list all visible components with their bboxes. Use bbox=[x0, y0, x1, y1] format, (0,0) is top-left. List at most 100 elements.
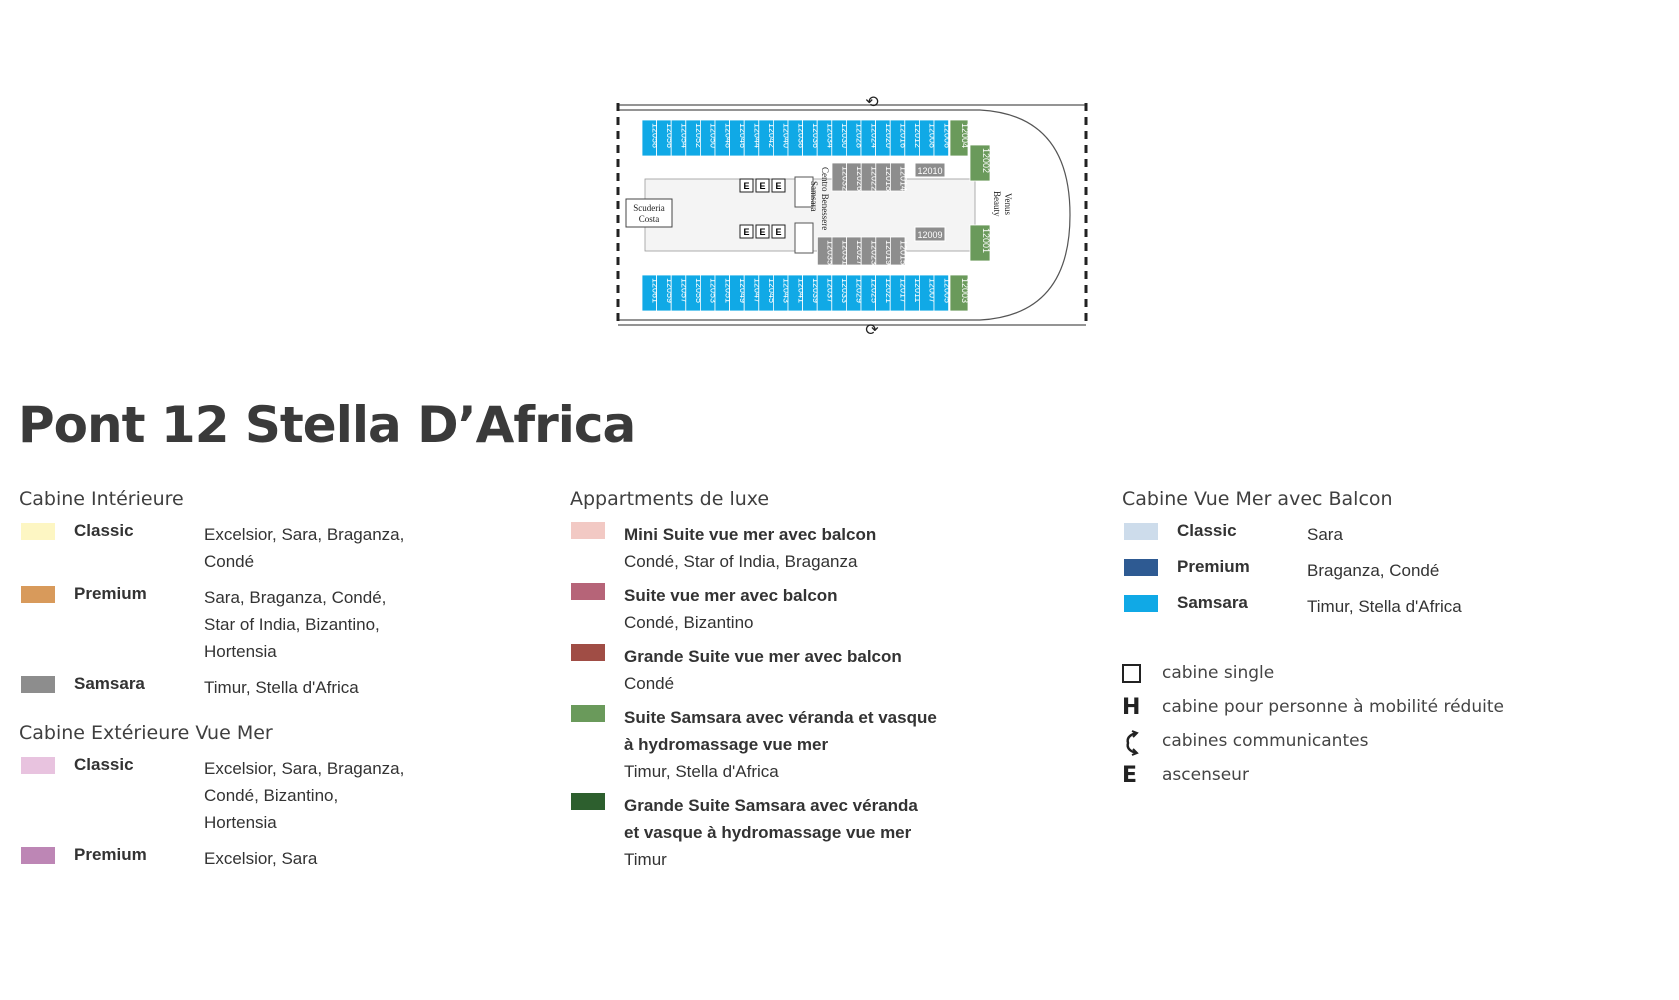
cabin-number: 12055 bbox=[694, 278, 704, 303]
balcony-heading: Cabine Vue Mer avec Balcon bbox=[1122, 488, 1393, 510]
cabin-number: 12061 bbox=[650, 278, 660, 303]
ship-list-line: Star of India, Bizantino, bbox=[204, 615, 380, 634]
venus-label-2: Beauty bbox=[992, 191, 1002, 217]
symbol-row: cabines communicantes bbox=[1122, 728, 1642, 762]
cabin-number: 12051 bbox=[723, 278, 733, 303]
cabin-number: 12045 bbox=[767, 278, 777, 303]
cabin-12002[interactable]: 12002 bbox=[969, 144, 991, 182]
ship-list: Timur, Stella d'Africa bbox=[204, 674, 539, 701]
cabin-12005[interactable]: 12005 bbox=[933, 274, 952, 312]
cabin-number: 12038 bbox=[796, 123, 806, 148]
cabin-number: 12040 bbox=[782, 123, 792, 148]
cabin-12009[interactable]: 12009 bbox=[914, 226, 946, 242]
lift-group-top: E E E bbox=[739, 178, 786, 193]
ship-list-line: Excelsior, Sara, Braganza, bbox=[204, 759, 405, 778]
cabin-number: 12058 bbox=[650, 123, 660, 148]
cabin-number: 12054 bbox=[680, 123, 690, 148]
color-swatch bbox=[21, 586, 55, 603]
color-swatch bbox=[21, 757, 55, 774]
cabin-number: 12024 bbox=[869, 123, 879, 148]
stair-bottom bbox=[794, 222, 814, 254]
symbol-label: cabines communicantes bbox=[1162, 731, 1369, 751]
cabin-12011[interactable]: 12011 bbox=[904, 274, 923, 312]
accessible-cabin-icon: H bbox=[1122, 695, 1141, 720]
cabin-number: 12016 bbox=[899, 123, 909, 148]
svg-text:E: E bbox=[759, 227, 765, 237]
cabin-12035[interactable]: 12035 bbox=[816, 236, 836, 266]
ship-list: Timur, Stella d'Africa bbox=[1307, 593, 1642, 620]
cabin-12001[interactable]: 12001 bbox=[969, 224, 991, 262]
scuderia-label-2: Costa bbox=[639, 214, 660, 224]
cabin-number: 12025 bbox=[869, 278, 879, 303]
cabin-number: 12006 bbox=[942, 123, 952, 148]
cabin-12024[interactable]: 12024 bbox=[860, 119, 879, 157]
cabin-12020[interactable]: 12020 bbox=[875, 119, 894, 157]
lift-group-bottom: E E E bbox=[739, 224, 786, 239]
ship-list: Timur bbox=[624, 850, 667, 869]
cabin-number: 12021 bbox=[884, 278, 894, 303]
suite-name: et vasque à hydromassage vue mer bbox=[624, 823, 912, 842]
cabin-12003[interactable]: 12003 bbox=[949, 274, 970, 312]
cabin-number: 12019 bbox=[884, 240, 894, 265]
cabin-number: 12004 bbox=[960, 123, 970, 148]
suite-name: Suite Samsara avec véranda et vasque bbox=[624, 708, 937, 727]
cabin-12015[interactable]: 12015 bbox=[889, 236, 909, 266]
suite-name: Suite vue mer avec balcon bbox=[624, 586, 838, 605]
cabin-12039[interactable]: 12039 bbox=[802, 274, 821, 312]
ship-list: Timur, Stella d'Africa bbox=[624, 762, 779, 781]
ship-list-line: Hortensia bbox=[204, 813, 277, 832]
cabin-number: 12001 bbox=[981, 228, 991, 253]
cabin-number: 12059 bbox=[665, 278, 675, 303]
suite-name: Mini Suite vue mer avec balcon bbox=[624, 525, 877, 544]
category-name: Premium bbox=[1177, 557, 1250, 576]
cabin-12051[interactable]: 12051 bbox=[714, 274, 733, 312]
color-swatch bbox=[571, 793, 605, 810]
cabin-number: 12037 bbox=[826, 278, 836, 303]
ship-list: Sara, Braganza, Condé,Star of India, Biz… bbox=[204, 584, 539, 665]
cabin-12022[interactable]: 12022 bbox=[860, 162, 880, 192]
cabin-12023[interactable]: 12023 bbox=[860, 236, 880, 266]
cabin-number: 12034 bbox=[826, 123, 836, 148]
ship-list-line: Sara bbox=[1307, 525, 1343, 544]
cabin-number: 12003 bbox=[960, 278, 970, 303]
ship-list: Sara bbox=[1307, 521, 1642, 548]
cabin-number: 12044 bbox=[753, 123, 763, 148]
cabin-number: 12036 bbox=[811, 123, 821, 148]
cabin-12014[interactable]: 12014 bbox=[889, 162, 909, 192]
connecting-arrow-bottom: ⟳ bbox=[865, 322, 879, 335]
color-swatch bbox=[21, 676, 55, 693]
cabin-12052[interactable]: 12052 bbox=[685, 119, 704, 157]
cabin-number: 12022 bbox=[870, 166, 880, 191]
ship-list-line: Timur, Stella d'Africa bbox=[204, 678, 359, 697]
cabin-number: 12012 bbox=[913, 123, 923, 148]
cabin-12031[interactable]: 12031 bbox=[831, 236, 850, 266]
cabin-12006[interactable]: 12006 bbox=[933, 119, 952, 157]
cabin-12049[interactable]: 12049 bbox=[729, 274, 748, 312]
interior-heading: Cabine Intérieure bbox=[19, 488, 184, 510]
cabin-number: 12015 bbox=[899, 240, 909, 265]
ship-list: Excelsior, Sara bbox=[204, 845, 539, 872]
cabin-number: 12043 bbox=[782, 278, 792, 303]
cabin-12038[interactable]: 12038 bbox=[787, 119, 806, 157]
ship-list: Braganza, Condé bbox=[1307, 557, 1642, 584]
cabin-12010[interactable]: 12010 bbox=[914, 162, 946, 178]
suite-name: Grande Suite vue mer avec balcon bbox=[624, 647, 902, 666]
ship-list: Condé bbox=[624, 674, 675, 693]
cabin-number: 12048 bbox=[723, 123, 733, 148]
cabin-12007[interactable]: 12007 bbox=[918, 274, 938, 312]
cabin-12004[interactable]: 12004 bbox=[949, 119, 970, 157]
cabin-number: 12027 bbox=[855, 240, 865, 265]
cabin-number: 12026 bbox=[855, 166, 865, 191]
cabin-number: 12056 bbox=[665, 123, 675, 148]
cabin-number: 12041 bbox=[796, 278, 806, 303]
